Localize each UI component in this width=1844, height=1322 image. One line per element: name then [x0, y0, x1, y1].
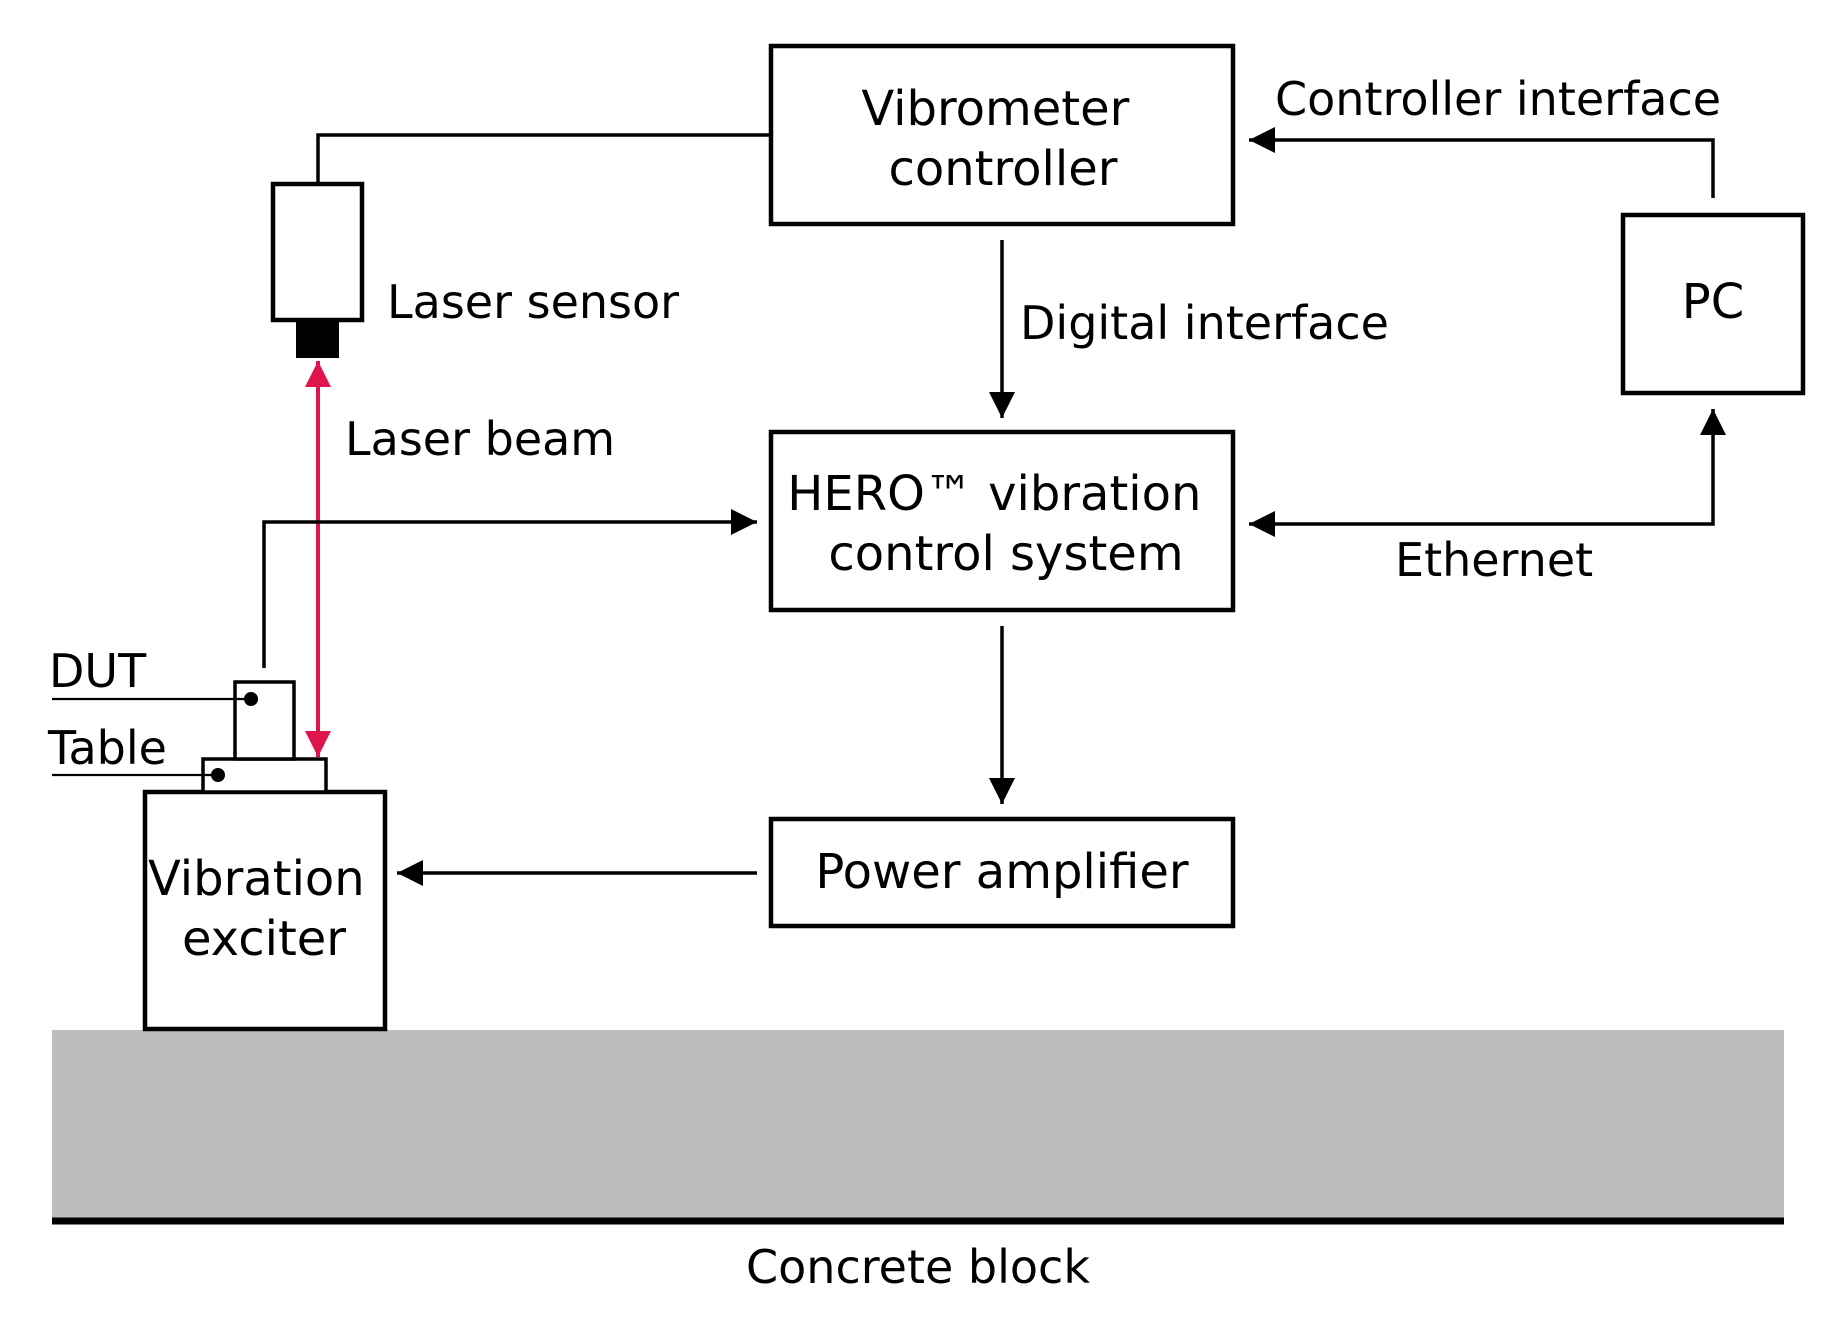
- vibration-exciter-label: Vibration exciter: [148, 851, 380, 967]
- pc-label: PC: [1682, 274, 1744, 330]
- vibrometer-controller-label: Vibrometer controller: [861, 81, 1144, 197]
- vibrometer-controller-line1: Vibrometer: [861, 81, 1129, 137]
- vibration-exciter-line2: exciter: [182, 911, 346, 967]
- hero-control-system-box: [768, 429, 1236, 613]
- laser-sensor-label: Laser sensor: [387, 275, 679, 329]
- laser-sensor-lens: [296, 320, 339, 358]
- hero-control-system-label: HERO™ vibration control system: [787, 466, 1216, 582]
- controller-interface-arrow: [1249, 127, 1715, 198]
- power-amplifier-box: [768, 816, 1236, 929]
- ethernet-link: [1249, 409, 1726, 537]
- sensor-controller-cable: [316, 133, 771, 184]
- dut-label: DUT: [49, 644, 147, 698]
- digital-interface-label: Digital interface: [1020, 296, 1389, 350]
- dut-to-hero-cable: [262, 509, 757, 668]
- vibration-exciter-box: [142, 789, 388, 1032]
- vibrometer-controller-box: [768, 43, 1236, 227]
- concrete-block: [52, 1030, 1784, 1218]
- laser-sensor-box: [270, 181, 365, 323]
- table-label: Table: [47, 721, 167, 775]
- controller-interface-label: Controller interface: [1275, 72, 1721, 126]
- power-amplifier-label: Power amplifier: [815, 844, 1188, 900]
- pc-box: [1620, 212, 1806, 396]
- ethernet-label: Ethernet: [1395, 533, 1593, 587]
- dut-block: [233, 680, 296, 761]
- vibrometer-controller-line2: controller: [889, 141, 1118, 197]
- hero-control-system-line1: HERO™ vibration: [787, 466, 1201, 522]
- laser-beam-label: Laser beam: [345, 412, 615, 466]
- vibration-exciter-line1: Vibration: [148, 851, 365, 907]
- concrete-block-label: Concrete block: [746, 1240, 1090, 1294]
- hero-control-system-line2: control system: [828, 526, 1183, 582]
